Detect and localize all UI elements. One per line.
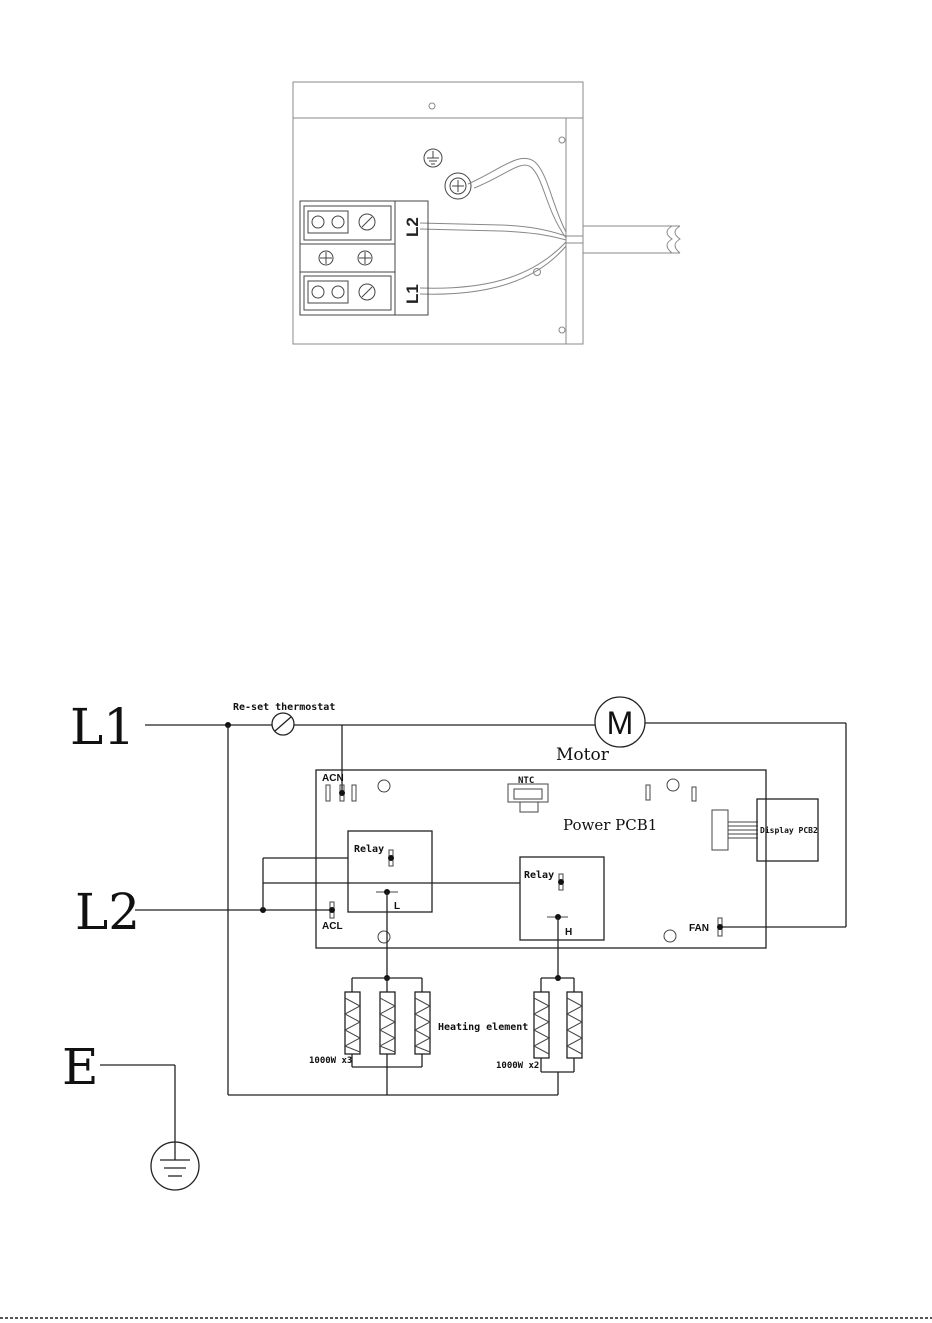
terminal-label-l1: L1 [403,284,422,304]
acn-label: ACN [322,773,344,784]
heating-element-bank-2 [534,978,582,1072]
relay-2-h-label: H [565,927,572,938]
display-connector [712,810,728,850]
line-label-l1: L1 [70,698,135,756]
line-label-l2: L2 [75,883,140,941]
relay-1-l-label: L [394,901,400,912]
heating-element-label: Heating element [438,1021,528,1033]
side-panel [566,118,583,344]
terminal-label-l2: L2 [403,217,422,237]
wiring-schematic: L1 L2 E Re-set thermostat M Motor Power … [62,697,846,1190]
display-pcb-label: Display PCB2 [760,825,818,835]
relay-1-label: Relay [354,844,384,855]
internal-wires [420,158,566,294]
fan-label: FAN [689,923,709,934]
thermostat-label: Re-set thermostat [233,702,335,713]
enclosure-outline [293,82,583,344]
ground-screw-icon [445,173,471,199]
ntc-connector [508,784,548,812]
motor-symbol: M [607,705,634,741]
relay-2-label: Relay [524,870,554,881]
ntc-label: NTC [518,776,534,786]
heating-element-bank-1 [345,978,430,1067]
power-pcb-label: Power PCB1 [563,816,657,834]
ground-icon [424,149,442,167]
bank-2-rating: 1000W x2 [496,1061,539,1071]
terminal-block-drawing: L2 L1 [293,82,680,344]
power-pcb-board [316,770,766,948]
motor-label: Motor [556,745,610,765]
line-label-e: E [62,1038,99,1096]
thermostat-icon [272,713,294,735]
acl-label: ACL [322,921,343,932]
bank-1-rating: 1000W x3 [309,1056,352,1066]
